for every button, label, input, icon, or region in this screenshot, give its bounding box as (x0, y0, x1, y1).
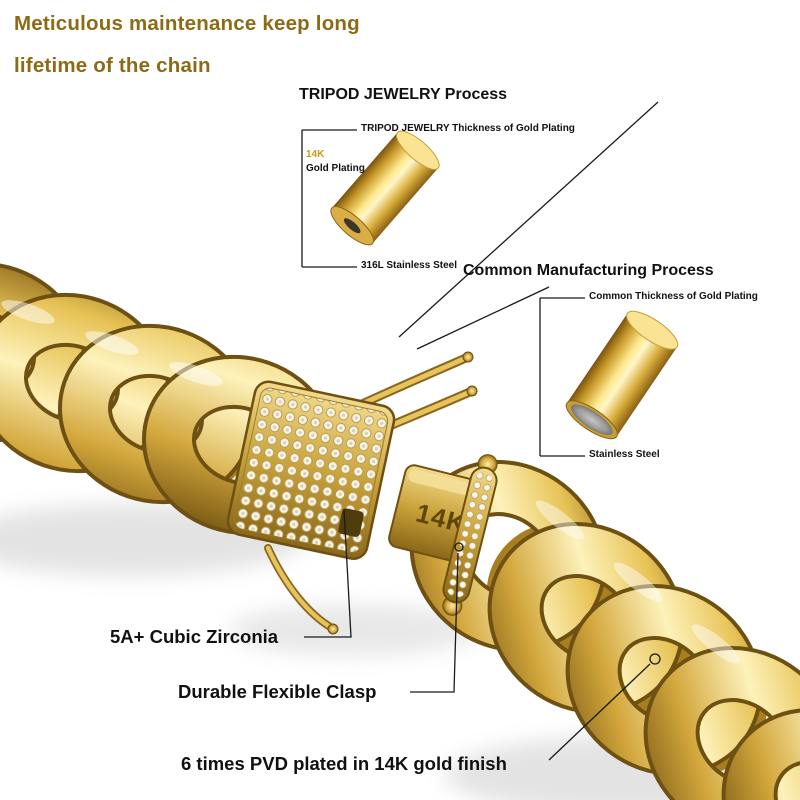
tripod-14k-label: 14K (306, 149, 325, 160)
tripod-thickness-label: TRIPOD JEWELRY Thickness of Gold Plating (361, 123, 575, 134)
clasp-assembly: 14K (226, 351, 498, 635)
page-title-line-2: lifetime of the chain (14, 54, 211, 77)
chain-right-segment (409, 460, 800, 800)
tripod-gold-plating-label: Gold Plating (306, 163, 365, 174)
clasp-callout-label: Durable Flexible Clasp (178, 681, 377, 702)
common-thickness-label: Common Thickness of Gold Plating (589, 291, 758, 302)
thin-plating-cylinder (565, 310, 679, 440)
pvd-callout-label: 6 times PVD plated in 14K gold finish (181, 753, 507, 774)
common-process-heading: Common Manufacturing Process (463, 262, 714, 279)
cz-callout-label: 5A+ Cubic Zirconia (110, 626, 279, 647)
leader-lines (301, 101, 661, 761)
tripod-process-heading: TRIPOD JEWELRY Process (299, 86, 508, 103)
cz-box-clasp (226, 380, 396, 560)
common-steel-label: Stainless Steel (589, 449, 660, 460)
thick-plating-cylinder (330, 130, 440, 246)
page-title-line-1: Meticulous maintenance keep long (14, 12, 360, 35)
tripod-steel-label: 316L Stainless Steel (361, 260, 457, 271)
pave-bar (442, 454, 498, 616)
